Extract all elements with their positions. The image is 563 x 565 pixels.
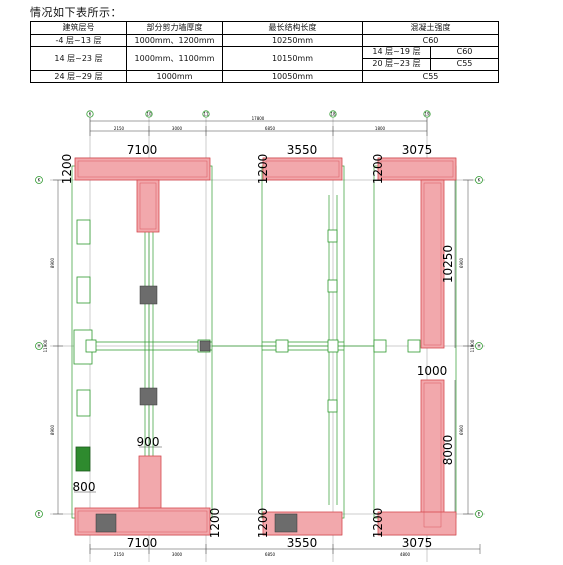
axis-label: K [38, 178, 41, 183]
cell-length: 10250mm [222, 34, 363, 47]
dim-label: 1200 [208, 508, 222, 539]
dim-label: 800 [73, 480, 96, 494]
dim-text: 6900 [459, 424, 464, 435]
axis-label: H [37, 344, 40, 349]
cell-strength-sub: 20 层~23 层 C55 [362, 58, 499, 71]
spec-table: 建筑层号 部分剪力墙厚度 最长结构长度 混凝土强度 -4 层~13 层 1000… [30, 21, 499, 83]
dim-text: 17800 [252, 116, 265, 121]
axis-label: K [478, 178, 481, 183]
dim-label: 7100 [127, 143, 158, 157]
axis-bubble-labels: 6 10 11 18 19 K H E K H E [37, 112, 480, 517]
axis-label: 10 [146, 112, 152, 117]
dim-text: 6900 [459, 257, 464, 268]
dim-text: 8900 [50, 424, 55, 435]
dim-text: 6850 [265, 126, 276, 131]
edge-column-green [75, 446, 91, 472]
sub-range: 20 层~23 层 [372, 59, 421, 68]
wall-dimension-labels: 7100 3550 3075 1000 900 800 7100 3550 30… [60, 143, 455, 550]
structural-floor-plan: 6 10 11 18 19 K H E K H E 17800 2150 300… [35, 110, 485, 562]
dim-text: 2150 [114, 552, 125, 557]
cell-thickness: 1000mm、1100mm [126, 46, 223, 71]
axis-label: 18 [330, 112, 336, 117]
table-header-row: 建筑层号 部分剪力墙厚度 最长结构长度 混凝土强度 [30, 21, 499, 35]
edge-columns [73, 219, 421, 417]
header-thickness: 部分剪力墙厚度 [126, 21, 223, 35]
dim-label: 10250 [441, 245, 455, 283]
dim-text: 3000 [172, 552, 183, 557]
dim-label: 1200 [371, 508, 385, 539]
core-blocks [95, 285, 298, 533]
dim-label: 900 [137, 435, 160, 449]
axis-label: 6 [89, 112, 92, 117]
sub-grade: C60 [430, 47, 498, 58]
dim-label: 1000 [417, 364, 448, 378]
wall-rebar [77, 160, 454, 533]
header-strength: 混凝土强度 [362, 21, 499, 35]
header-length: 最长结构长度 [222, 21, 363, 35]
dim-label: 1200 [371, 154, 385, 185]
sub-range: 14 层~19 层 [372, 47, 421, 56]
dim-text: 1800 [375, 126, 386, 131]
axis-bubbles [35, 110, 483, 518]
axis-label: 19 [424, 112, 430, 117]
dim-label: 3550 [287, 143, 318, 157]
dim-text: 11900 [43, 339, 48, 352]
cell-length: 10050mm [222, 70, 363, 83]
cell-strength-sub: 14 层~19 层 C60 [362, 46, 499, 59]
cell-length: 10150mm [222, 46, 363, 71]
dim-label: 3075 [402, 536, 433, 550]
cell-thickness: 1000mm [126, 70, 223, 83]
shear-walls [74, 157, 457, 536]
table-row: -4 层~13 层 1000mm、1200mm 10250mm C60 [30, 34, 499, 47]
dim-text: 3000 [172, 126, 183, 131]
dim-label: 1200 [60, 154, 74, 185]
cell-thickness: 1000mm、1200mm [126, 34, 223, 47]
axis-label: E [38, 512, 41, 517]
axis-label: 11 [203, 112, 209, 117]
dimension-texts: 17800 2150 3000 6850 1800 2150 3000 6850… [43, 116, 475, 557]
intro-text: 情况如下表所示： [30, 6, 122, 19]
cell-floors: -4 层~13 层 [30, 34, 127, 47]
table-row: 24 层~29 层 1000mm 10050mm C55 [30, 70, 499, 83]
dim-label: 1200 [256, 154, 270, 185]
dim-label: 1200 [256, 508, 270, 539]
dim-label: 8000 [441, 435, 455, 466]
axis-label: E [478, 512, 481, 517]
dim-text: 8900 [50, 257, 55, 268]
dim-text: 11900 [470, 339, 475, 352]
dim-label: 3075 [402, 143, 433, 157]
axis-label: H [477, 344, 480, 349]
dim-label: 3550 [287, 536, 318, 550]
cell-strength: C60 [362, 34, 499, 47]
dim-text: 2150 [114, 126, 125, 131]
cell-floors: 24 层~29 层 [30, 70, 127, 83]
cell-floors: 14 层~23 层 [30, 46, 127, 71]
slab-outlines [71, 165, 457, 519]
dim-text: 6850 [265, 552, 276, 557]
cell-strength: C55 [362, 70, 499, 83]
table-row: 14 层~23 层 1000mm、1100mm 10150mm 14 层~19 … [30, 46, 499, 71]
dim-text: 4800 [400, 552, 411, 557]
dim-label: 7100 [127, 536, 158, 550]
header-floors: 建筑层号 [30, 21, 127, 35]
sub-grade: C55 [430, 59, 498, 70]
